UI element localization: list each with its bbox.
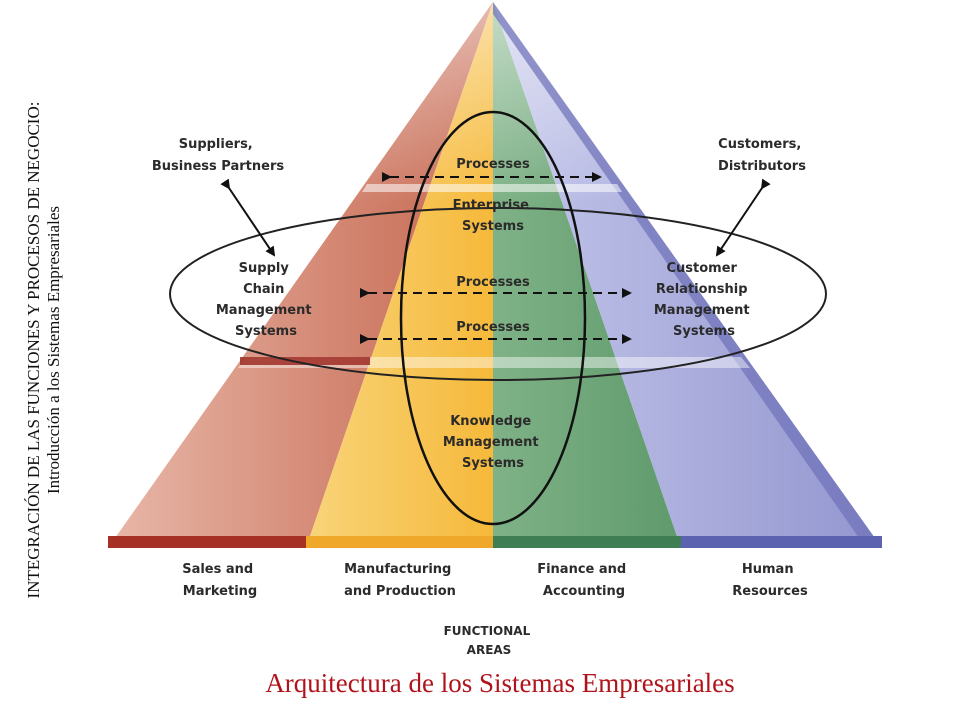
base-hr	[681, 536, 882, 548]
processes-label-bottom: Processes	[456, 320, 530, 335]
band-top	[362, 184, 622, 192]
vertical-ellipse	[399, 110, 587, 526]
functional-areas-title: FUNCTIONAL AREAS	[444, 624, 535, 657]
customers-label: Customers, Distributors	[718, 137, 806, 174]
area-finance-label: Finance and Accounting	[537, 562, 631, 599]
processes-label-top: Processes	[456, 157, 530, 172]
side-title-line1: INTEGRACIÓN DE LAS FUNCIONES Y PROCESOS …	[24, 101, 43, 599]
km-label: Knowledge Management Systems	[443, 414, 543, 471]
area-hr-label: Human Resources	[732, 562, 808, 599]
base-manufacturing	[306, 536, 493, 548]
side-title: INTEGRACIÓN DE LAS FUNCIONES Y PROCESOS …	[24, 0, 114, 700]
base-sales	[108, 536, 306, 548]
suppliers-arrow	[220, 178, 276, 257]
pyramid-top-highlight	[350, 2, 640, 205]
area-manufacturing-label: Manufacturing and Production	[344, 562, 456, 599]
pyramid-right-edge	[493, 2, 882, 548]
suppliers-label: Suppliers, Business Partners	[152, 137, 284, 174]
area-sales-label: Sales and Marketing	[182, 562, 258, 599]
side-title-line2: Introducción a los Sistemas Empresariale…	[44, 206, 63, 494]
crm-label: Customer Relationship Management Systems	[654, 261, 754, 339]
horizontal-ellipse	[169, 207, 827, 381]
sales-wedge	[108, 2, 493, 548]
scm-label: Supply Chain Management Systems	[216, 261, 316, 339]
enterprise-systems-label: Enterprise Systems	[453, 198, 534, 234]
customers-arrow	[715, 178, 771, 257]
processes-label-middle: Processes	[456, 275, 530, 290]
band-middle-red	[240, 357, 370, 365]
base-finance	[493, 536, 681, 548]
slide-caption: Arquitectura de los Sistemas Empresarial…	[265, 668, 735, 698]
